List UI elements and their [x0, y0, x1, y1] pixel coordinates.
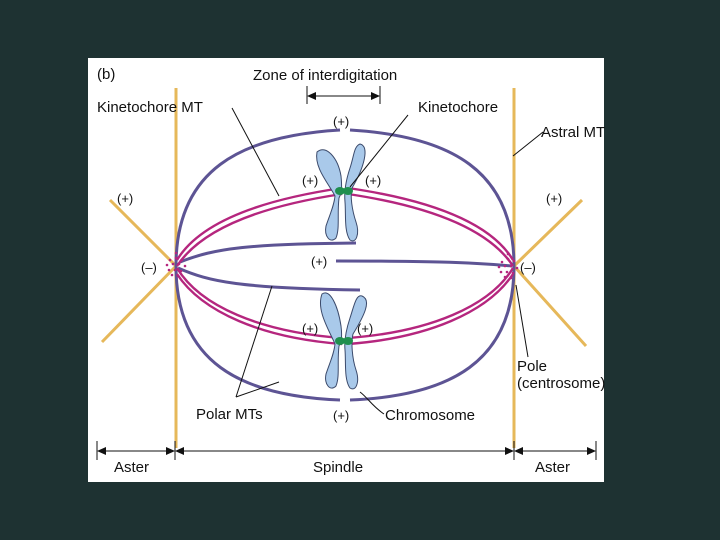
plus-end-lower-left: (+) [302, 321, 318, 336]
centrosome-right [497, 252, 519, 280]
kinetochores [335, 187, 353, 345]
label-zone-of-interdigitation: Zone of interdigitation [253, 67, 397, 84]
chromosome-upper [316, 143, 366, 242]
label-polar-mts: Polar MTs [196, 406, 263, 423]
label-kinetochore: Kinetochore [418, 99, 498, 116]
minus-end-right: (–) [520, 260, 536, 275]
centrosome-left [165, 251, 187, 278]
plus-end-aster-left: (+) [117, 191, 133, 206]
label-kinetochore-mt: Kinetochore MT [97, 99, 203, 116]
panel-label: (b) [97, 66, 115, 83]
label-pole: Pole [517, 358, 547, 375]
label-aster-right: Aster [535, 459, 570, 476]
minus-end-left: (–) [141, 260, 157, 275]
plus-end-bottom: (+) [333, 408, 349, 423]
plus-end-lower-right: (+) [357, 321, 373, 336]
label-spindle: Spindle [313, 459, 363, 476]
zone-arrow [306, 86, 381, 104]
label-astral-mt: Astral MT [541, 124, 605, 141]
plus-end-top: (+) [333, 114, 349, 129]
label-aster-left: Aster [114, 459, 149, 476]
kinetochore-microtubules [175, 186, 515, 346]
label-centrosome: (centrosome) [517, 375, 605, 392]
label-chromosome: Chromosome [385, 407, 475, 424]
outer-polar-microtubules [174, 128, 516, 402]
plus-end-center: (+) [311, 254, 327, 269]
plus-end-upper-left: (+) [302, 173, 318, 188]
plus-end-aster-right: (+) [546, 191, 562, 206]
bottom-arrows [96, 441, 597, 460]
plus-end-upper-right: (+) [365, 173, 381, 188]
chromosome-lower [320, 292, 367, 390]
inner-polar-microtubules [177, 241, 513, 292]
leader-lines [231, 107, 544, 415]
